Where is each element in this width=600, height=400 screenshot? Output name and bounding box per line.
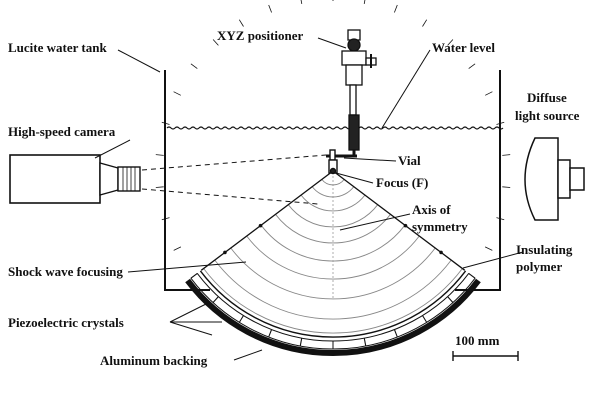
camera-icon: [9, 154, 141, 204]
label-symmetry: symmetry: [412, 219, 468, 234]
cone-edge-left: [200, 170, 334, 271]
cone-edge-right: [332, 170, 466, 271]
wavefront-10: [203, 268, 463, 334]
piezo-crystal-segment: [155, 186, 164, 188]
label-scale: 100 mm: [455, 333, 500, 348]
label-piezoelectric-crystals: Piezoelectric crystals: [8, 315, 124, 330]
wavefront-3: [300, 194, 366, 212]
piezo-crystal-segment: [502, 154, 511, 156]
scale-bar: [452, 351, 519, 361]
piezo-crystal-segment: [502, 186, 511, 188]
piezo-crystal-segment: [268, 329, 273, 338]
wavefront-9: [214, 259, 452, 320]
piezo-crystal-segment: [468, 272, 476, 279]
label-water-level: Water level: [432, 40, 495, 55]
label-light-source: light source: [515, 108, 580, 123]
label-focus: Focus (F): [376, 175, 428, 190]
piezo-crystal-segment: [496, 217, 505, 221]
piezo-crystal-segment: [300, 0, 303, 4]
piezo-crystal-segment: [364, 338, 367, 346]
piezo-crystal-segment: [190, 63, 198, 69]
wavefront-5: [275, 214, 391, 244]
piezo-crystal-segment: [485, 91, 493, 96]
piezo-crystal-segment: [394, 4, 398, 13]
insulating-polymer-layer: [199, 270, 467, 338]
piezo-crystal-segment: [238, 19, 244, 27]
piezo-crystal-segment: [422, 19, 428, 27]
label-shock-wave-focusing: Shock wave focusing: [8, 264, 123, 279]
diffuse-light-icon: [524, 137, 585, 221]
crystal-layer-outer: [190, 277, 476, 350]
label-xyz-positioner: XYZ positioner: [217, 28, 304, 43]
piezo-crystal-segment: [212, 39, 219, 46]
label-high-speed-camera: High-speed camera: [8, 124, 116, 139]
leader-lines: [94, 37, 524, 361]
lucite-water-tank: [164, 70, 501, 291]
label-insulating: Insulating: [516, 242, 573, 257]
piezo-crystal-segment: [190, 273, 198, 279]
vial-holder: [326, 149, 357, 175]
label-vial: Vial: [398, 153, 421, 168]
label-aluminum-backing: Aluminum backing: [100, 353, 208, 368]
label-polymer: polymer: [516, 259, 562, 274]
water-surface: [166, 126, 504, 130]
piezo-crystal-segment: [212, 296, 219, 303]
piezo-crystal-segment: [161, 217, 170, 221]
piezo-crystal-segment: [155, 154, 164, 156]
piezo-crystal-segment: [173, 246, 182, 251]
focusing-cone: [200, 170, 466, 271]
piezo-crystal-segment: [161, 121, 170, 125]
piezo-crystal-segment: [422, 315, 428, 323]
cone-arrow-0-1: [403, 223, 408, 228]
cone-arrow-1-0: [223, 250, 227, 255]
piezo-crystal-segment: [173, 91, 181, 96]
piezo-crystal-segment: [394, 329, 398, 338]
wavefront-8: [230, 247, 436, 300]
camera-sight-lines: [141, 154, 327, 205]
reflector-assembly: [155, 0, 511, 357]
wavefront-7: [246, 235, 420, 280]
label-axis-of: Axis of: [412, 202, 451, 217]
label-diffuse: Diffuse: [527, 90, 567, 105]
piezo-crystal-segment: [300, 338, 303, 347]
piezo-crystal-segment: [268, 4, 272, 13]
wavefront-4: [287, 204, 379, 228]
piezo-crystal-segment: [468, 63, 476, 69]
aluminum-backing: [185, 278, 481, 357]
piezo-crystal-segment: [447, 39, 454, 46]
piezo-crystal-segment: [239, 315, 244, 323]
xyz-positioner-icon: [341, 29, 377, 156]
cone-arrow-1-1: [439, 250, 443, 255]
piezo-crystal-segment: [447, 296, 454, 303]
piezo-crystal-segment: [496, 121, 505, 125]
crystal-layer-inner: [196, 272, 470, 342]
label-lucite-water-tank: Lucite water tank: [8, 40, 107, 55]
piezo-crystal-segment: [484, 246, 493, 251]
piezo-crystal-segment: [363, 0, 366, 4]
cone-arrow-0-0: [258, 223, 263, 228]
